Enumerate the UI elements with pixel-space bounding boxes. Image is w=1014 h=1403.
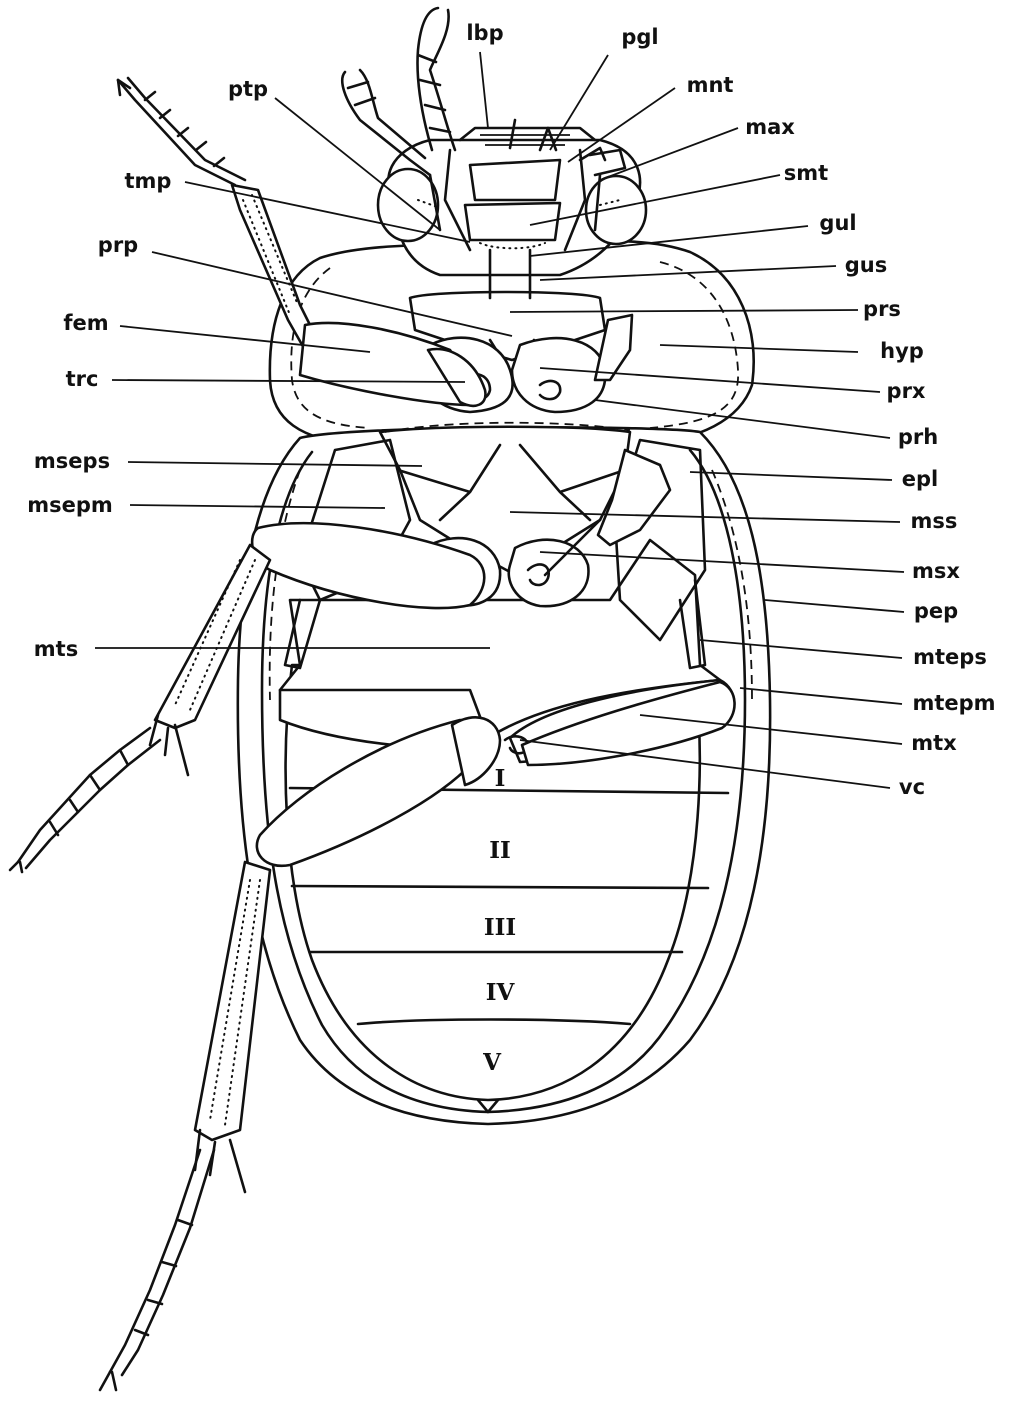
label-gul: gul bbox=[819, 211, 856, 235]
label-fem: fem bbox=[63, 311, 108, 335]
label-pep: pep bbox=[914, 599, 958, 623]
label-prh: prh bbox=[898, 425, 938, 449]
label-vc: vc bbox=[899, 775, 925, 799]
label-mss: mss bbox=[911, 509, 958, 533]
label-prp: prp bbox=[98, 233, 138, 257]
segment-iii-label: III bbox=[484, 914, 516, 941]
mentum bbox=[470, 160, 560, 200]
label-mseps: mseps bbox=[34, 449, 110, 473]
label-tmp: tmp bbox=[125, 169, 172, 193]
label-mteps: mteps bbox=[913, 645, 987, 669]
label-lbp: lbp bbox=[466, 21, 503, 45]
label-trc: trc bbox=[66, 367, 99, 391]
segment-iv-label: IV bbox=[486, 979, 516, 1006]
hindleg-tibia bbox=[195, 862, 270, 1140]
label-msx: msx bbox=[912, 559, 960, 583]
label-prx: prx bbox=[887, 379, 926, 403]
label-pgl: pgl bbox=[621, 25, 658, 49]
hindleg-spurs bbox=[195, 1130, 245, 1192]
midleg-tarsus bbox=[18, 728, 160, 868]
label-epl: epl bbox=[902, 467, 938, 491]
label-gus: gus bbox=[845, 253, 887, 277]
label-mtx: mtx bbox=[911, 731, 957, 755]
label-ptp: ptp bbox=[228, 77, 268, 101]
label-smt: smt bbox=[784, 161, 828, 185]
label-mts: mts bbox=[34, 637, 78, 661]
label-max: max bbox=[745, 115, 795, 139]
label-prs: prs bbox=[863, 297, 901, 321]
labrum-area bbox=[460, 128, 595, 140]
segment-ii-label: II bbox=[489, 837, 511, 864]
label-msepm: msepm bbox=[27, 493, 113, 517]
segment-v-label: V bbox=[482, 1049, 502, 1076]
label-mtepm: mtepm bbox=[912, 691, 995, 715]
segment-i-label: I bbox=[495, 765, 506, 792]
label-hyp: hyp bbox=[880, 339, 924, 363]
label-mnt: mnt bbox=[687, 73, 734, 97]
eye-right bbox=[586, 176, 646, 244]
procoxa-right bbox=[512, 338, 605, 412]
